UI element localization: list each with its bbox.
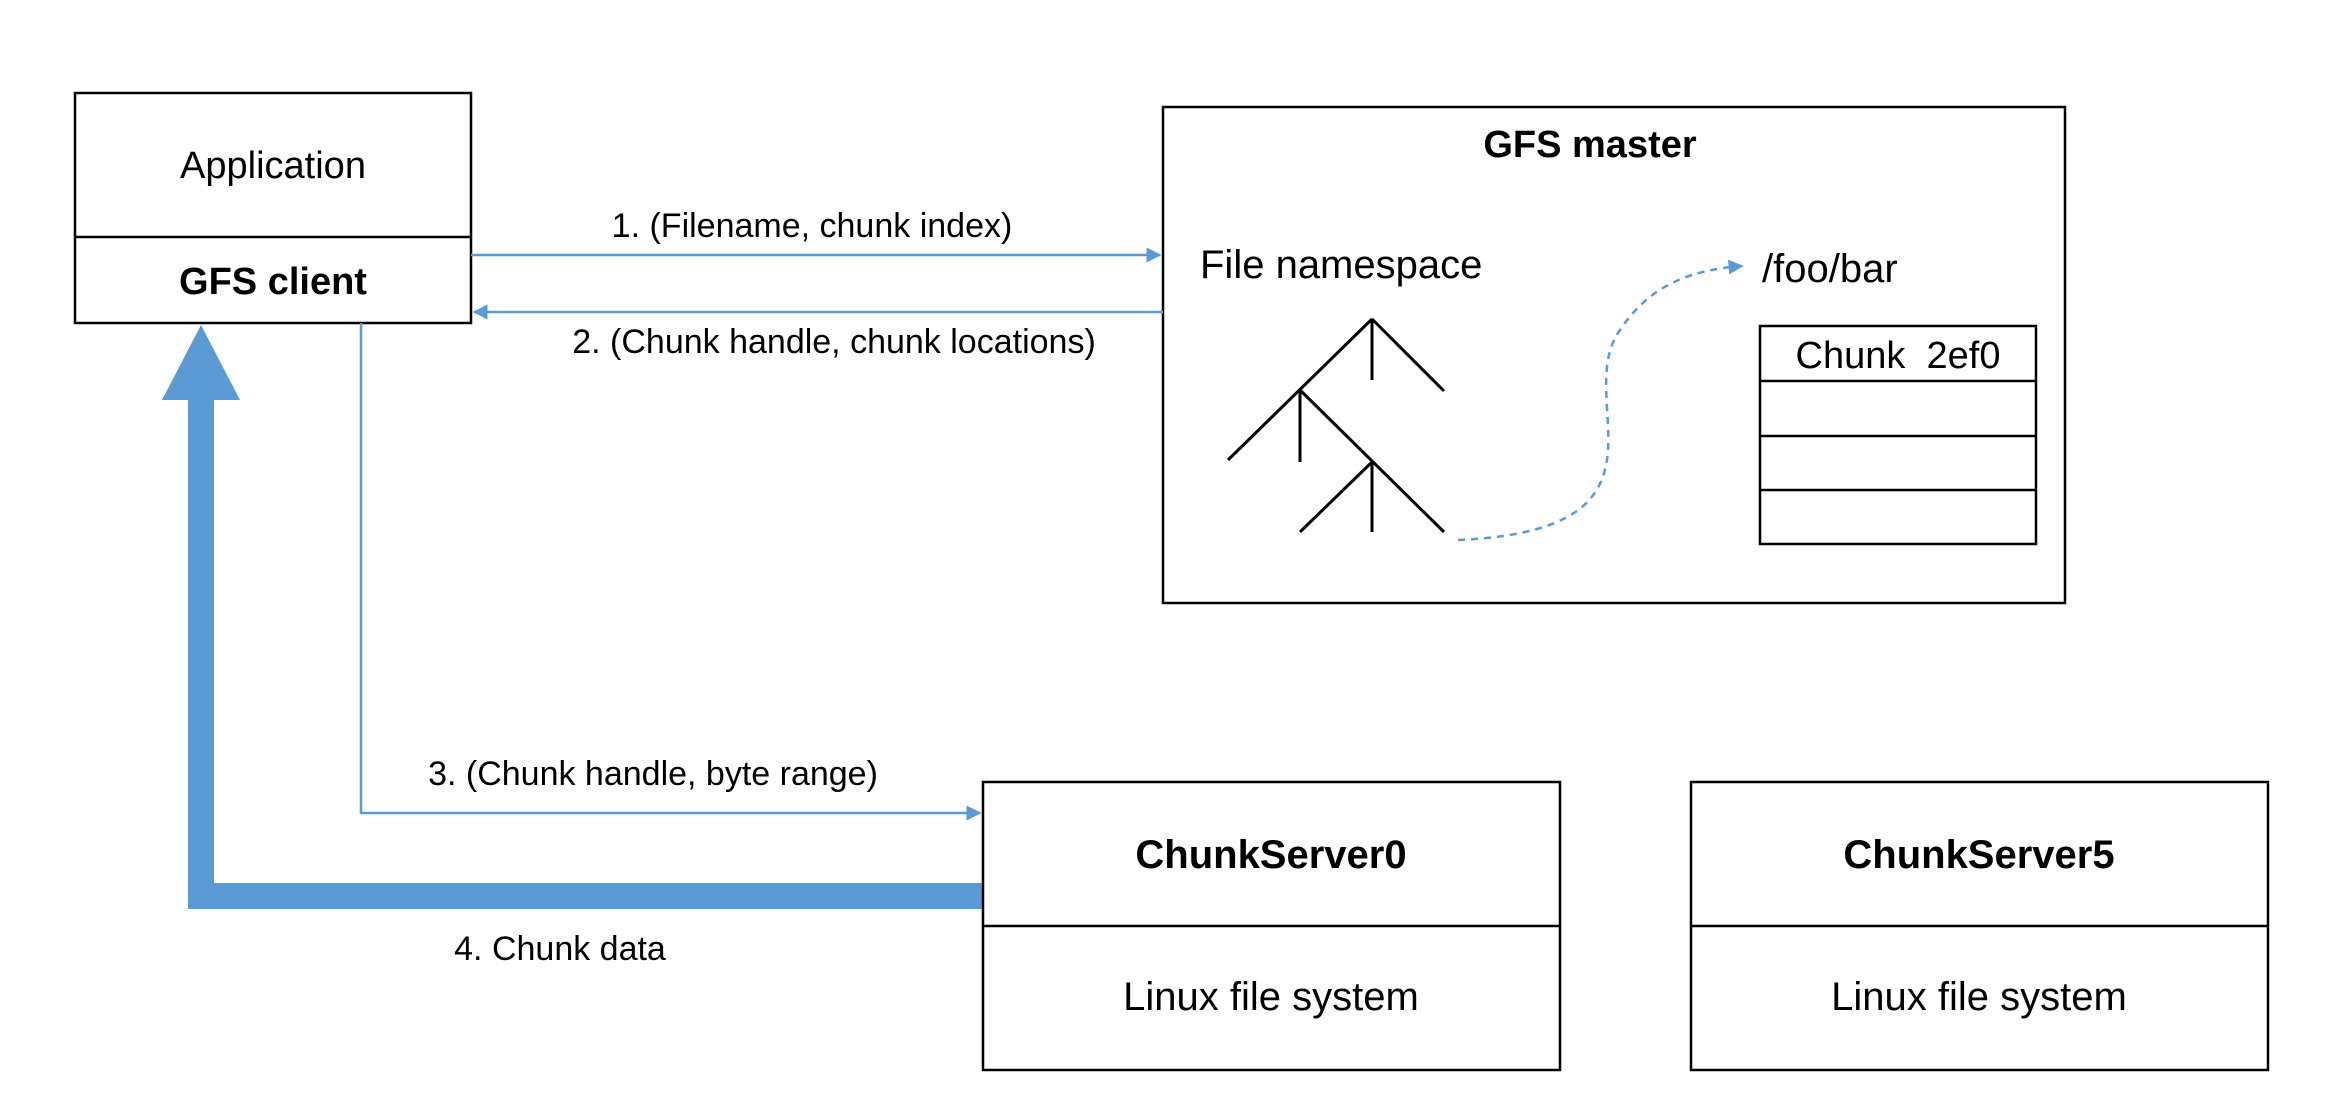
read-request-arrow: 3. (Chunk handle, byte range)	[359, 323, 982, 821]
gfs-master-title: GFS master	[1483, 124, 1697, 166]
file-namespace-label: File namespace	[1200, 243, 1482, 287]
chunkserver-5-name: ChunkServer5	[1843, 833, 2114, 877]
request-arrow: 1. (Filename, chunk index)	[471, 207, 1162, 263]
chunkserver-0-box: ChunkServer0 Linux file system	[981, 780, 1562, 1072]
gfs-client-label: GFS client	[179, 261, 367, 303]
application-title: Application	[180, 145, 366, 187]
file-path-label: /foo/bar	[1762, 247, 1898, 291]
request-label: 1. (Filename, chunk index)	[612, 207, 1013, 245]
namespace-mapping-arrow	[1457, 259, 1744, 542]
namespace-tree-icon	[1226, 317, 1446, 534]
read-request-label: 3. (Chunk handle, byte range)	[428, 755, 878, 793]
chunkserver-5-fs-label: Linux file system	[1831, 975, 2127, 1019]
chunkserver-0-fs-label: Linux file system	[1123, 975, 1419, 1019]
reply-label: 2. (Chunk handle, chunk locations)	[572, 323, 1096, 361]
gfs-master-box: GFS master File namespace /foo/bar Chunk…	[1161, 105, 2067, 605]
chunk-data-label: 4. Chunk data	[454, 930, 666, 968]
chunk-data-arrow: 4. Chunk data	[162, 325, 983, 968]
chunk-table: Chunk 2ef0	[1758, 324, 2038, 546]
chunk-table-header: Chunk 2ef0	[1796, 335, 2001, 377]
application-box: Application GFS client	[73, 91, 473, 325]
reply-arrow: 2. (Chunk handle, chunk locations)	[472, 304, 1163, 361]
chunkserver-5-box: ChunkServer5 Linux file system	[1689, 780, 2270, 1072]
chunkserver-0-name: ChunkServer0	[1135, 833, 1406, 877]
